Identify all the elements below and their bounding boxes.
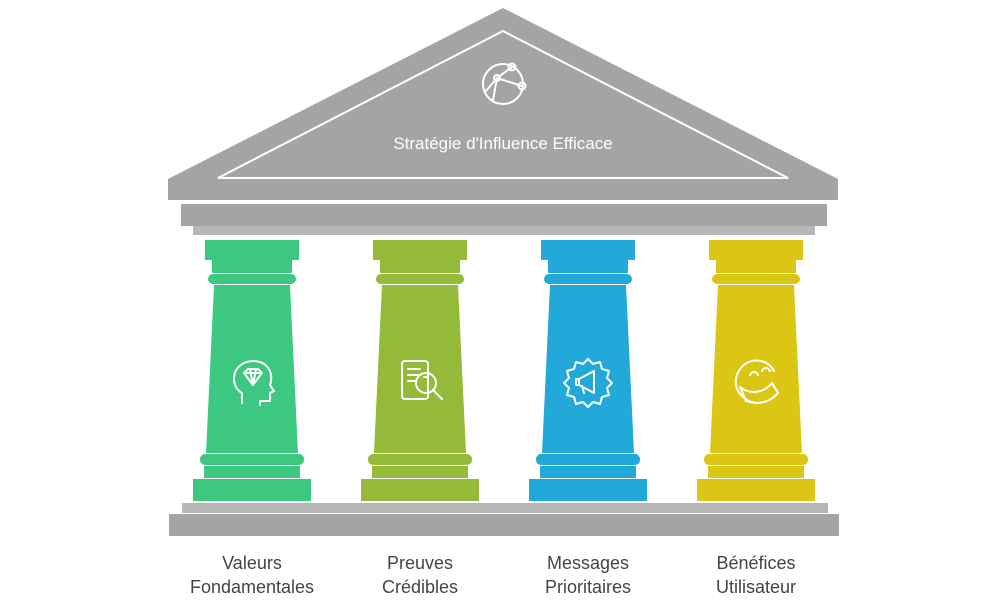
pillar-label-line1: Valeurs <box>222 553 282 573</box>
pillar-lower-ring <box>536 454 640 465</box>
pillar-shaft <box>710 285 802 453</box>
roof-inner-outline <box>217 29 789 179</box>
pillar-lower-neck <box>372 466 468 478</box>
pillar-label-line2: Utilisateur <box>716 577 796 597</box>
pillar-capital <box>373 240 467 260</box>
pillar-neck <box>380 260 460 273</box>
pillar-label-line1: Preuves <box>387 553 453 573</box>
pillar-base <box>529 479 647 501</box>
pillar-neck <box>548 260 628 273</box>
pillar-3 <box>529 240 647 501</box>
happy-face-icon <box>734 359 779 404</box>
pillar-capital <box>205 240 299 260</box>
pillar-ring <box>208 274 296 284</box>
pillar-shaft <box>542 285 634 453</box>
network-icon <box>482 62 527 105</box>
base-top-step <box>182 503 828 513</box>
diagram-title: Stratégie d'Influence Efficace <box>393 134 612 153</box>
pillar-label-line1: Messages <box>547 553 629 573</box>
pillar-lower-ring <box>200 454 304 465</box>
pillar-base <box>193 479 311 501</box>
pillar-neck <box>212 260 292 273</box>
pillar-lower-neck <box>204 466 300 478</box>
pillar-capital <box>709 240 803 260</box>
pillar-label-line2: Fondamentales <box>190 577 314 597</box>
pillar-label-line1: Bénéfices <box>716 553 795 573</box>
roof: Stratégie d'Influence Efficace <box>168 8 838 200</box>
pillar-base <box>361 479 479 501</box>
pillar-lower-neck <box>540 466 636 478</box>
base <box>169 514 839 536</box>
pillar-lower-neck <box>708 466 804 478</box>
pillar-lower-ring <box>704 454 808 465</box>
architrave <box>181 204 827 226</box>
document-search-icon <box>401 360 443 400</box>
pillar-ring <box>712 274 800 284</box>
pillar-4 <box>697 240 815 501</box>
pillars <box>193 240 815 501</box>
pillar-base <box>697 479 815 501</box>
pillar-2 <box>361 240 479 501</box>
pillar-capital <box>541 240 635 260</box>
pillar-ring <box>376 274 464 284</box>
pillar-label-line2: Prioritaires <box>545 577 631 597</box>
pillar-label-line2: Crédibles <box>382 577 458 597</box>
pillar-ring <box>544 274 632 284</box>
architrave-lower <box>193 226 815 235</box>
head-diamond-icon <box>233 360 275 406</box>
megaphone-gear-icon <box>563 358 613 408</box>
pillar-neck <box>716 260 796 273</box>
pillar-lower-ring <box>368 454 472 465</box>
pillar-1 <box>193 240 311 501</box>
